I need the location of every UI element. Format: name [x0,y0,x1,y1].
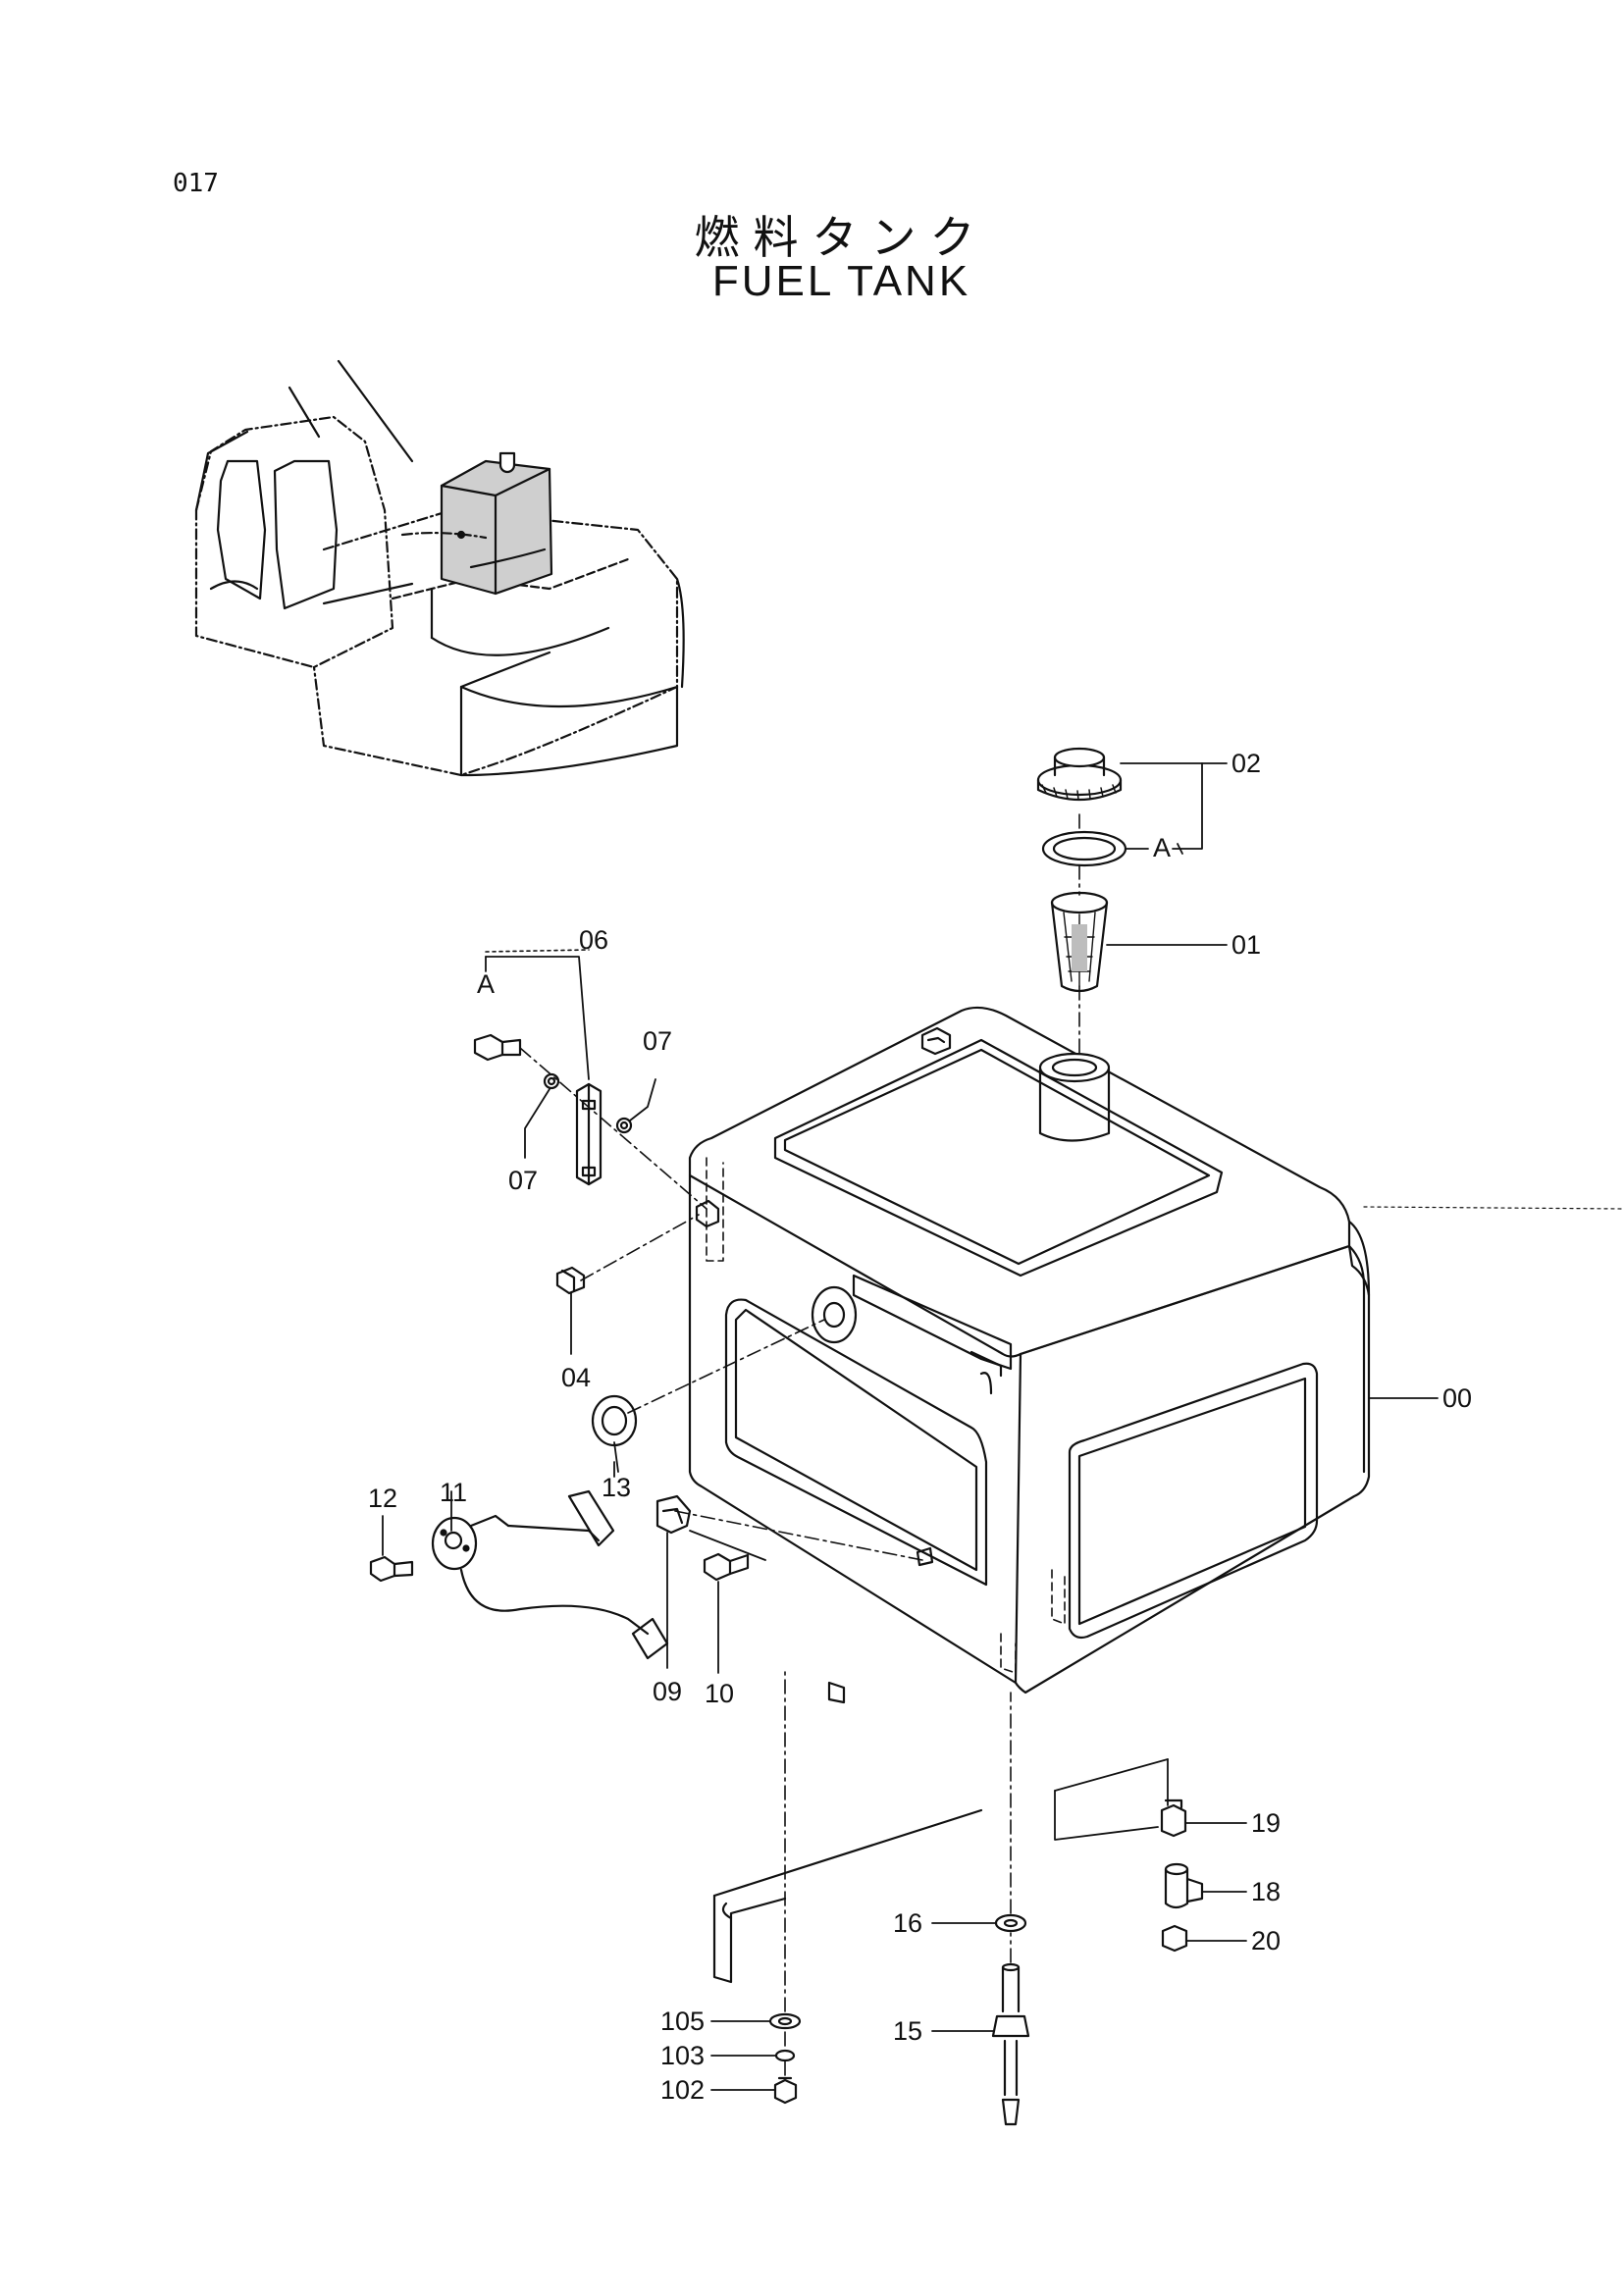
tank-flange [811,1285,858,1344]
part-16-seal-washer [994,1913,1027,1933]
part-09-bracket [655,1494,692,1535]
part-label-105: 105 [660,2007,705,2036]
part-label-103: 103 [660,2041,705,2070]
part-label-a-gauge: A [477,969,495,999]
part-label-09: 09 [653,1677,682,1706]
title-english: FUEL TANK [711,257,971,305]
part-label-01: 01 [1231,930,1261,960]
part-04-plug [555,1266,586,1295]
part-label-18: 18 [1251,1877,1281,1906]
part-19-fitting [1160,1799,1187,1838]
fuel-tank-illustration [688,1006,1371,1984]
part-102-bolt [773,2076,798,2105]
part-06-level-gauge [575,1082,602,1186]
part-20-plug [1161,1924,1188,1953]
part-label-07-right: 07 [643,1026,672,1056]
center-lines [485,813,1624,2076]
part-10-bolt [703,1552,750,1582]
part-105-washer [768,2012,802,2030]
part-15-drain-valve [991,1962,1030,2126]
part-13-gasket [591,1394,638,1447]
part-label-07-left: 07 [508,1166,538,1195]
part-labels: 01 02 A 01 00 06 A 07 07 04 13 11 11 12 … [368,749,1472,2105]
part-label-04: 04 [561,1363,591,1392]
part-label-20: 20 [1251,1926,1281,1955]
leader-lines [382,762,1439,2091]
part-label-02: 02 [1231,749,1261,778]
part-label-12: 12 [368,1484,397,1513]
part-label-11-text: 11 [440,1478,467,1507]
part-label-10: 10 [705,1679,734,1708]
part-103-spring-washer [774,2049,796,2062]
part-label-a: A [1153,833,1171,862]
part-label-00: 00 [1442,1383,1472,1413]
part-label-19: 19 [1251,1808,1281,1838]
part-label-13: 13 [602,1473,631,1502]
part-07-gaskets [543,1072,633,1134]
part-02-filler-cap [1036,747,1123,802]
part-12-bolt [369,1555,414,1583]
page-number: 017 [173,169,219,198]
part-a-ring [1041,830,1127,867]
part-11-sensor [431,1489,669,1660]
part-label-102: 102 [660,2075,705,2105]
part-18-valve [1164,1862,1204,1909]
part-label-15: 15 [893,2016,922,2046]
excavator-overview-illustration [194,359,685,777]
tank-fitting-stub [695,1199,720,1228]
part-label-06: 06 [579,925,608,955]
part-01-strainer [1050,891,1109,993]
part-a-bolt [473,1033,522,1062]
title-japanese: 燃料タンク [694,211,989,264]
part-label-16: 16 [893,1908,922,1938]
